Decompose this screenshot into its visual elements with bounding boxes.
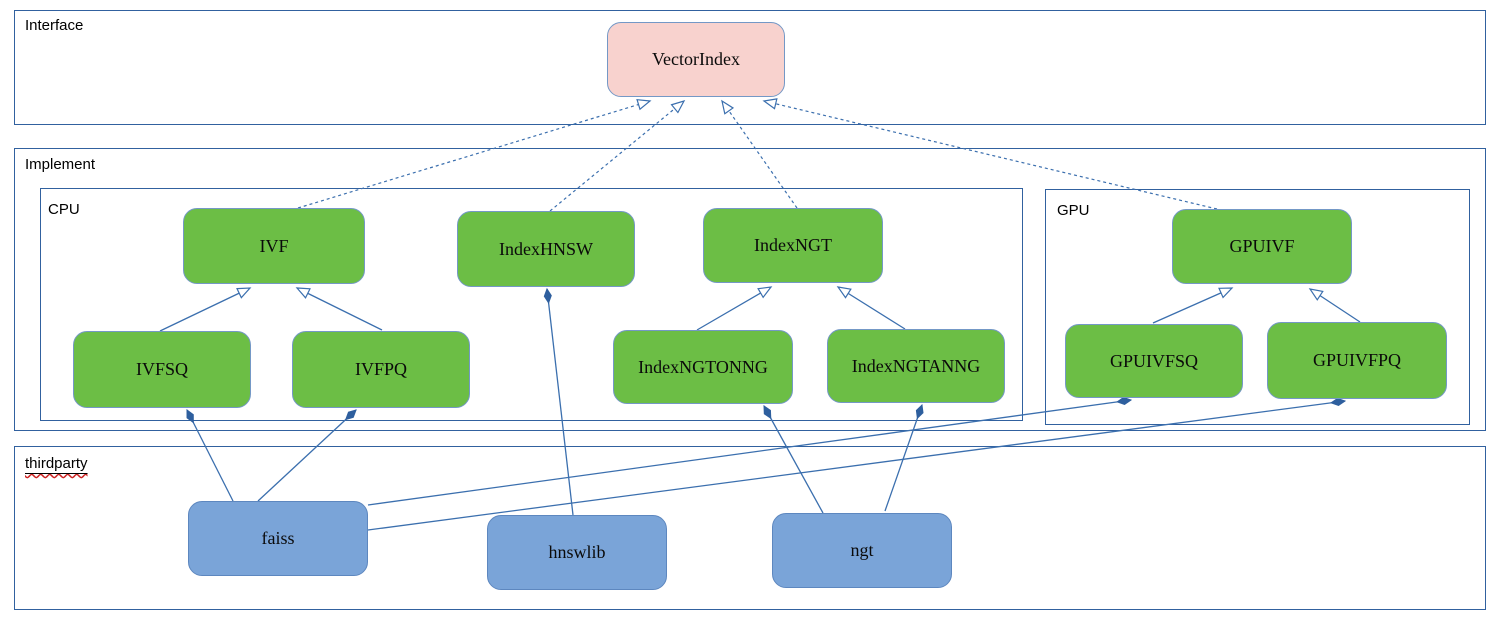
edge-ivfsq-ivf xyxy=(159,287,252,332)
edge-hnswlib-indexhnsw xyxy=(547,289,574,516)
node-ivf[interactable]: IVF xyxy=(183,208,365,284)
edge-faiss-gpuivfsq xyxy=(367,400,1131,506)
node-gpuivfsq-label: GPUIVFSQ xyxy=(1109,350,1199,371)
edge-faiss-gpuivfpq xyxy=(367,401,1345,531)
container-implement-label: Implement xyxy=(25,156,96,173)
container-thirdparty-label-text: thirdparty xyxy=(25,455,88,472)
node-vectorindex-label: VectorIndex xyxy=(652,49,740,69)
node-hnswlib-label: hnswlib xyxy=(548,542,606,562)
node-gpuivfpq[interactable]: GPUIVFPQ xyxy=(1267,322,1447,399)
node-indexngtonng-label: IndexNGTONNG xyxy=(638,356,768,377)
edge-gpuivf-vectorindex xyxy=(762,98,1218,210)
container-cpu[interactable] xyxy=(40,188,1023,421)
node-indexngtanng[interactable]: IndexNGTANNG xyxy=(827,329,1005,403)
edge-indexngtonng-indexngt xyxy=(696,286,773,331)
edge-indexngtanng-indexngt xyxy=(836,286,906,330)
node-ivfsq[interactable]: IVFSQ xyxy=(73,331,251,408)
node-faiss[interactable]: faiss xyxy=(188,501,368,576)
container-interface[interactable] xyxy=(14,10,1486,125)
container-gpu-label: GPU xyxy=(1057,202,1090,219)
container-interface-label: Interface xyxy=(25,17,84,34)
node-indexhnsw-label: IndexHNSW xyxy=(499,238,593,259)
node-indexhnsw[interactable]: IndexHNSW xyxy=(457,211,635,287)
node-gpuivfsq[interactable]: GPUIVFSQ xyxy=(1065,324,1243,398)
node-ngt-label: ngt xyxy=(850,540,874,560)
container-thirdparty-label: thirdparty xyxy=(25,455,88,472)
node-ngt[interactable]: ngt xyxy=(772,513,952,588)
node-ivfpq-label: IVFPQ xyxy=(354,359,407,379)
node-hnswlib[interactable]: hnswlib xyxy=(487,515,667,590)
node-ivfsq-label: IVFSQ xyxy=(135,359,188,379)
node-gpuivf[interactable]: GPUIVF xyxy=(1172,209,1352,284)
edge-faiss-ivfpq xyxy=(257,410,356,502)
node-vectorindex[interactable]: VectorIndex xyxy=(607,22,785,97)
node-indexngt-label: IndexNGT xyxy=(754,235,832,255)
edge-ivfpq-ivf xyxy=(295,287,383,331)
node-indexngtanng-label: IndexNGTANNG xyxy=(851,355,981,376)
container-implement[interactable] xyxy=(14,148,1486,431)
node-ivf-label: IVF xyxy=(259,235,289,256)
edge-gpuivfsq-gpuivf xyxy=(1152,287,1234,324)
node-ivfpq[interactable]: IVFPQ xyxy=(292,331,470,408)
container-gpu[interactable] xyxy=(1045,189,1470,425)
node-indexngt[interactable]: IndexNGT xyxy=(703,208,883,283)
edge-indexhnsw-vectorindex xyxy=(549,100,686,212)
container-thirdparty[interactable] xyxy=(14,446,1486,610)
edge-ngt-indexngtanng xyxy=(884,405,922,512)
edge-ngt-indexngtonng xyxy=(763,406,824,514)
edge-faiss-ivfsq xyxy=(186,410,234,502)
container-cpu-label: CPU xyxy=(48,201,80,218)
edge-ivf-vectorindex xyxy=(297,99,652,209)
node-faiss-label: faiss xyxy=(261,528,295,548)
edge-gpuivfpq-gpuivf xyxy=(1308,288,1361,323)
node-indexngtonng[interactable]: IndexNGTONNG xyxy=(613,330,793,404)
node-gpuivf-label: GPUIVF xyxy=(1229,236,1295,256)
edge-indexngt-vectorindex xyxy=(721,99,798,209)
node-gpuivfpq-label: GPUIVFPQ xyxy=(1312,350,1402,370)
